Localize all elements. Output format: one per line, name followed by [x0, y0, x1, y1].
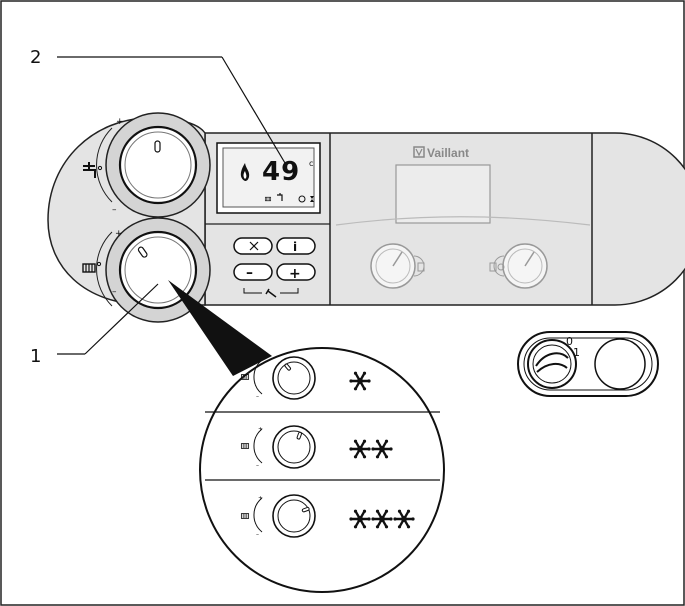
minus-button[interactable]	[233, 263, 273, 281]
hot-water-tap-icon	[83, 162, 103, 178]
pressure-gauge-window	[594, 338, 646, 390]
info-button[interactable]	[276, 237, 316, 255]
svg-text:+: +	[116, 117, 124, 127]
minus-button-label: –	[246, 265, 253, 281]
svg-text:–: –	[112, 205, 117, 215]
info-button-label: i	[293, 240, 297, 254]
svg-text:+: +	[258, 426, 263, 433]
radiator-icon	[82, 261, 102, 273]
lcd-unit: c	[309, 159, 313, 168]
svg-text:–: –	[112, 287, 117, 297]
control-unit-display	[395, 164, 491, 224]
document-icon	[417, 262, 425, 272]
flame-icon	[240, 163, 250, 181]
svg-text:–: –	[256, 462, 259, 469]
zoom-knob-3	[272, 494, 316, 538]
switch-label-off: 0	[566, 335, 573, 348]
callout-label-1: 1	[30, 346, 41, 367]
chimney-sweep-icon	[243, 288, 299, 298]
svg-text:+: +	[258, 357, 263, 364]
callout-label-2: 2	[30, 47, 41, 68]
dhw-temperature-knob[interactable]	[118, 125, 198, 205]
svg-text:+: +	[258, 495, 263, 502]
plus-button[interactable]	[276, 263, 316, 281]
lcd-temperature-readout: 49	[262, 157, 300, 187]
svg-text:–: –	[256, 393, 259, 400]
zoom-row-3: + –	[240, 494, 416, 538]
plus-button-label: +	[289, 266, 301, 282]
brand-name: Vaillant	[427, 146, 469, 160]
zoom-row-2: + –	[240, 425, 394, 469]
zoom-pointer	[168, 280, 272, 376]
zoom-knob-1	[272, 356, 316, 400]
switch-label-on: 1	[573, 346, 580, 359]
dhw-knob-marker	[154, 140, 161, 153]
zoom-knob-2	[272, 425, 316, 469]
reset-button[interactable]	[233, 237, 273, 255]
heating-knob-marker	[137, 246, 148, 258]
svg-text:+: +	[115, 229, 123, 239]
zoom-row-1: + –	[240, 356, 372, 400]
lcd-status-icons	[264, 193, 314, 203]
svg-text:–: –	[256, 531, 259, 538]
timer-icon	[497, 263, 505, 271]
vaillant-logo: Vaillant	[413, 146, 469, 160]
zoom-detail-circle	[199, 347, 445, 593]
